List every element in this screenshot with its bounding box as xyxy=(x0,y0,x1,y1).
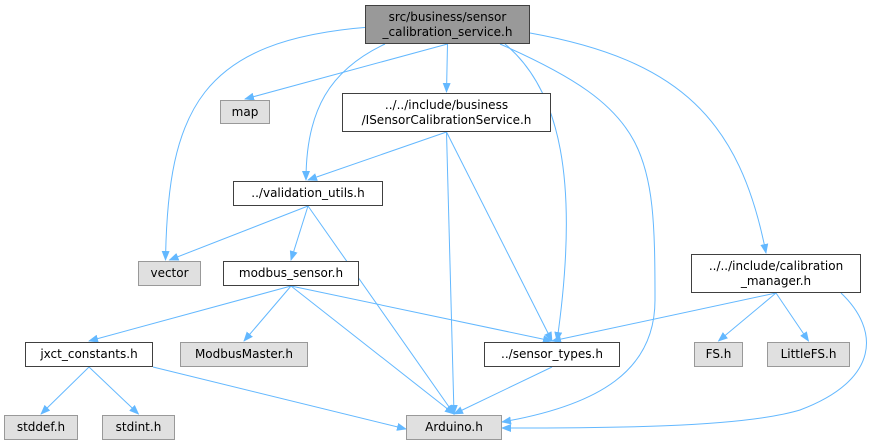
edge-root-to-map xyxy=(244,43,448,101)
node-label: jxct_constants.h xyxy=(40,347,138,361)
node-modbus-sensor[interactable]: modbus_sensor.h xyxy=(223,261,359,286)
node-validation-utils[interactable]: ../validation_utils.h xyxy=(233,181,383,206)
edge-isensor-to-arduino xyxy=(446,131,458,415)
node-label: stddef.h xyxy=(16,420,66,434)
node-stddef[interactable]: stddef.h xyxy=(4,415,78,440)
node-label: stdint.h xyxy=(115,420,162,434)
node-label: Arduino.h xyxy=(425,420,483,434)
edge-modbus_sensor-to-jxct xyxy=(88,285,292,343)
node-map[interactable]: map xyxy=(220,100,270,124)
edge-isensor-to-sensor_types xyxy=(446,131,553,342)
node-isensor-calibration-service[interactable]: ../../include/business /ISensorCalibrati… xyxy=(342,93,551,132)
node-label: modbus_sensor.h xyxy=(238,266,344,280)
node-label: vector xyxy=(150,266,189,280)
edge-validation-to-vector xyxy=(168,205,309,261)
edge-root-to-isensor xyxy=(442,43,451,93)
edge-jxct-to-stddef xyxy=(40,366,90,415)
node-label: ../validation_utils.h xyxy=(251,186,365,200)
node-label: map xyxy=(231,104,259,119)
node-label: ../sensor_types.h xyxy=(501,347,603,361)
node-label: FS.h xyxy=(705,347,732,361)
edge-root-to-sensor_types xyxy=(504,43,567,342)
node-label: ../../include/calibration _manager.h xyxy=(708,258,844,288)
node-fs[interactable]: FS.h xyxy=(694,342,743,367)
node-modbus-master[interactable]: ModbusMaster.h xyxy=(180,342,308,367)
edge-modbus_sensor-to-sensor_types xyxy=(290,285,553,344)
node-label: LittleFS.h xyxy=(780,347,837,361)
edge-modbus_sensor-to-modbus_master xyxy=(243,285,292,342)
node-arduino[interactable]: Arduino.h xyxy=(406,415,502,440)
edge-root-to-calib_manager xyxy=(529,32,769,254)
edge-sensor_types-to-arduino xyxy=(453,366,553,415)
edge-root-to-validation xyxy=(302,43,386,181)
edge-validation-to-modbus_sensor xyxy=(289,205,309,261)
node-label: ../../include/business /ISensorCalibrati… xyxy=(361,97,532,127)
node-calibration-manager[interactable]: ../../include/calibration _manager.h xyxy=(691,254,861,293)
node-sensor-types[interactable]: ../sensor_types.h xyxy=(484,342,620,367)
node-jxct-constants[interactable]: jxct_constants.h xyxy=(25,342,153,367)
edge-modbus_sensor-to-arduino xyxy=(290,285,455,415)
edge-validation-to-arduino xyxy=(307,205,455,415)
edge-isensor-to-validation xyxy=(307,131,447,181)
node-label: src/business/sensor _calibration_service… xyxy=(382,9,513,39)
edge-calib_manager-to-arduino xyxy=(501,292,867,432)
edge-root-to-vector xyxy=(161,26,371,261)
edge-root-to-arduino xyxy=(499,43,656,425)
node-sensor-calibration-service[interactable]: src/business/sensor _calibration_service… xyxy=(365,5,530,44)
node-label: ModbusMaster.h xyxy=(194,347,294,361)
edge-calib_manager-to-sensor_types xyxy=(551,292,777,344)
node-stdint[interactable]: stdint.h xyxy=(102,415,175,440)
edge-jxct-to-stdint xyxy=(88,366,140,415)
edge-jxct-to-arduino xyxy=(152,366,407,431)
node-littlefs[interactable]: LittleFS.h xyxy=(767,342,850,367)
edge-calib_manager-to-fs xyxy=(717,292,777,342)
edge-calib_manager-to-littlefs xyxy=(775,292,810,342)
node-vector[interactable]: vector xyxy=(138,261,201,286)
